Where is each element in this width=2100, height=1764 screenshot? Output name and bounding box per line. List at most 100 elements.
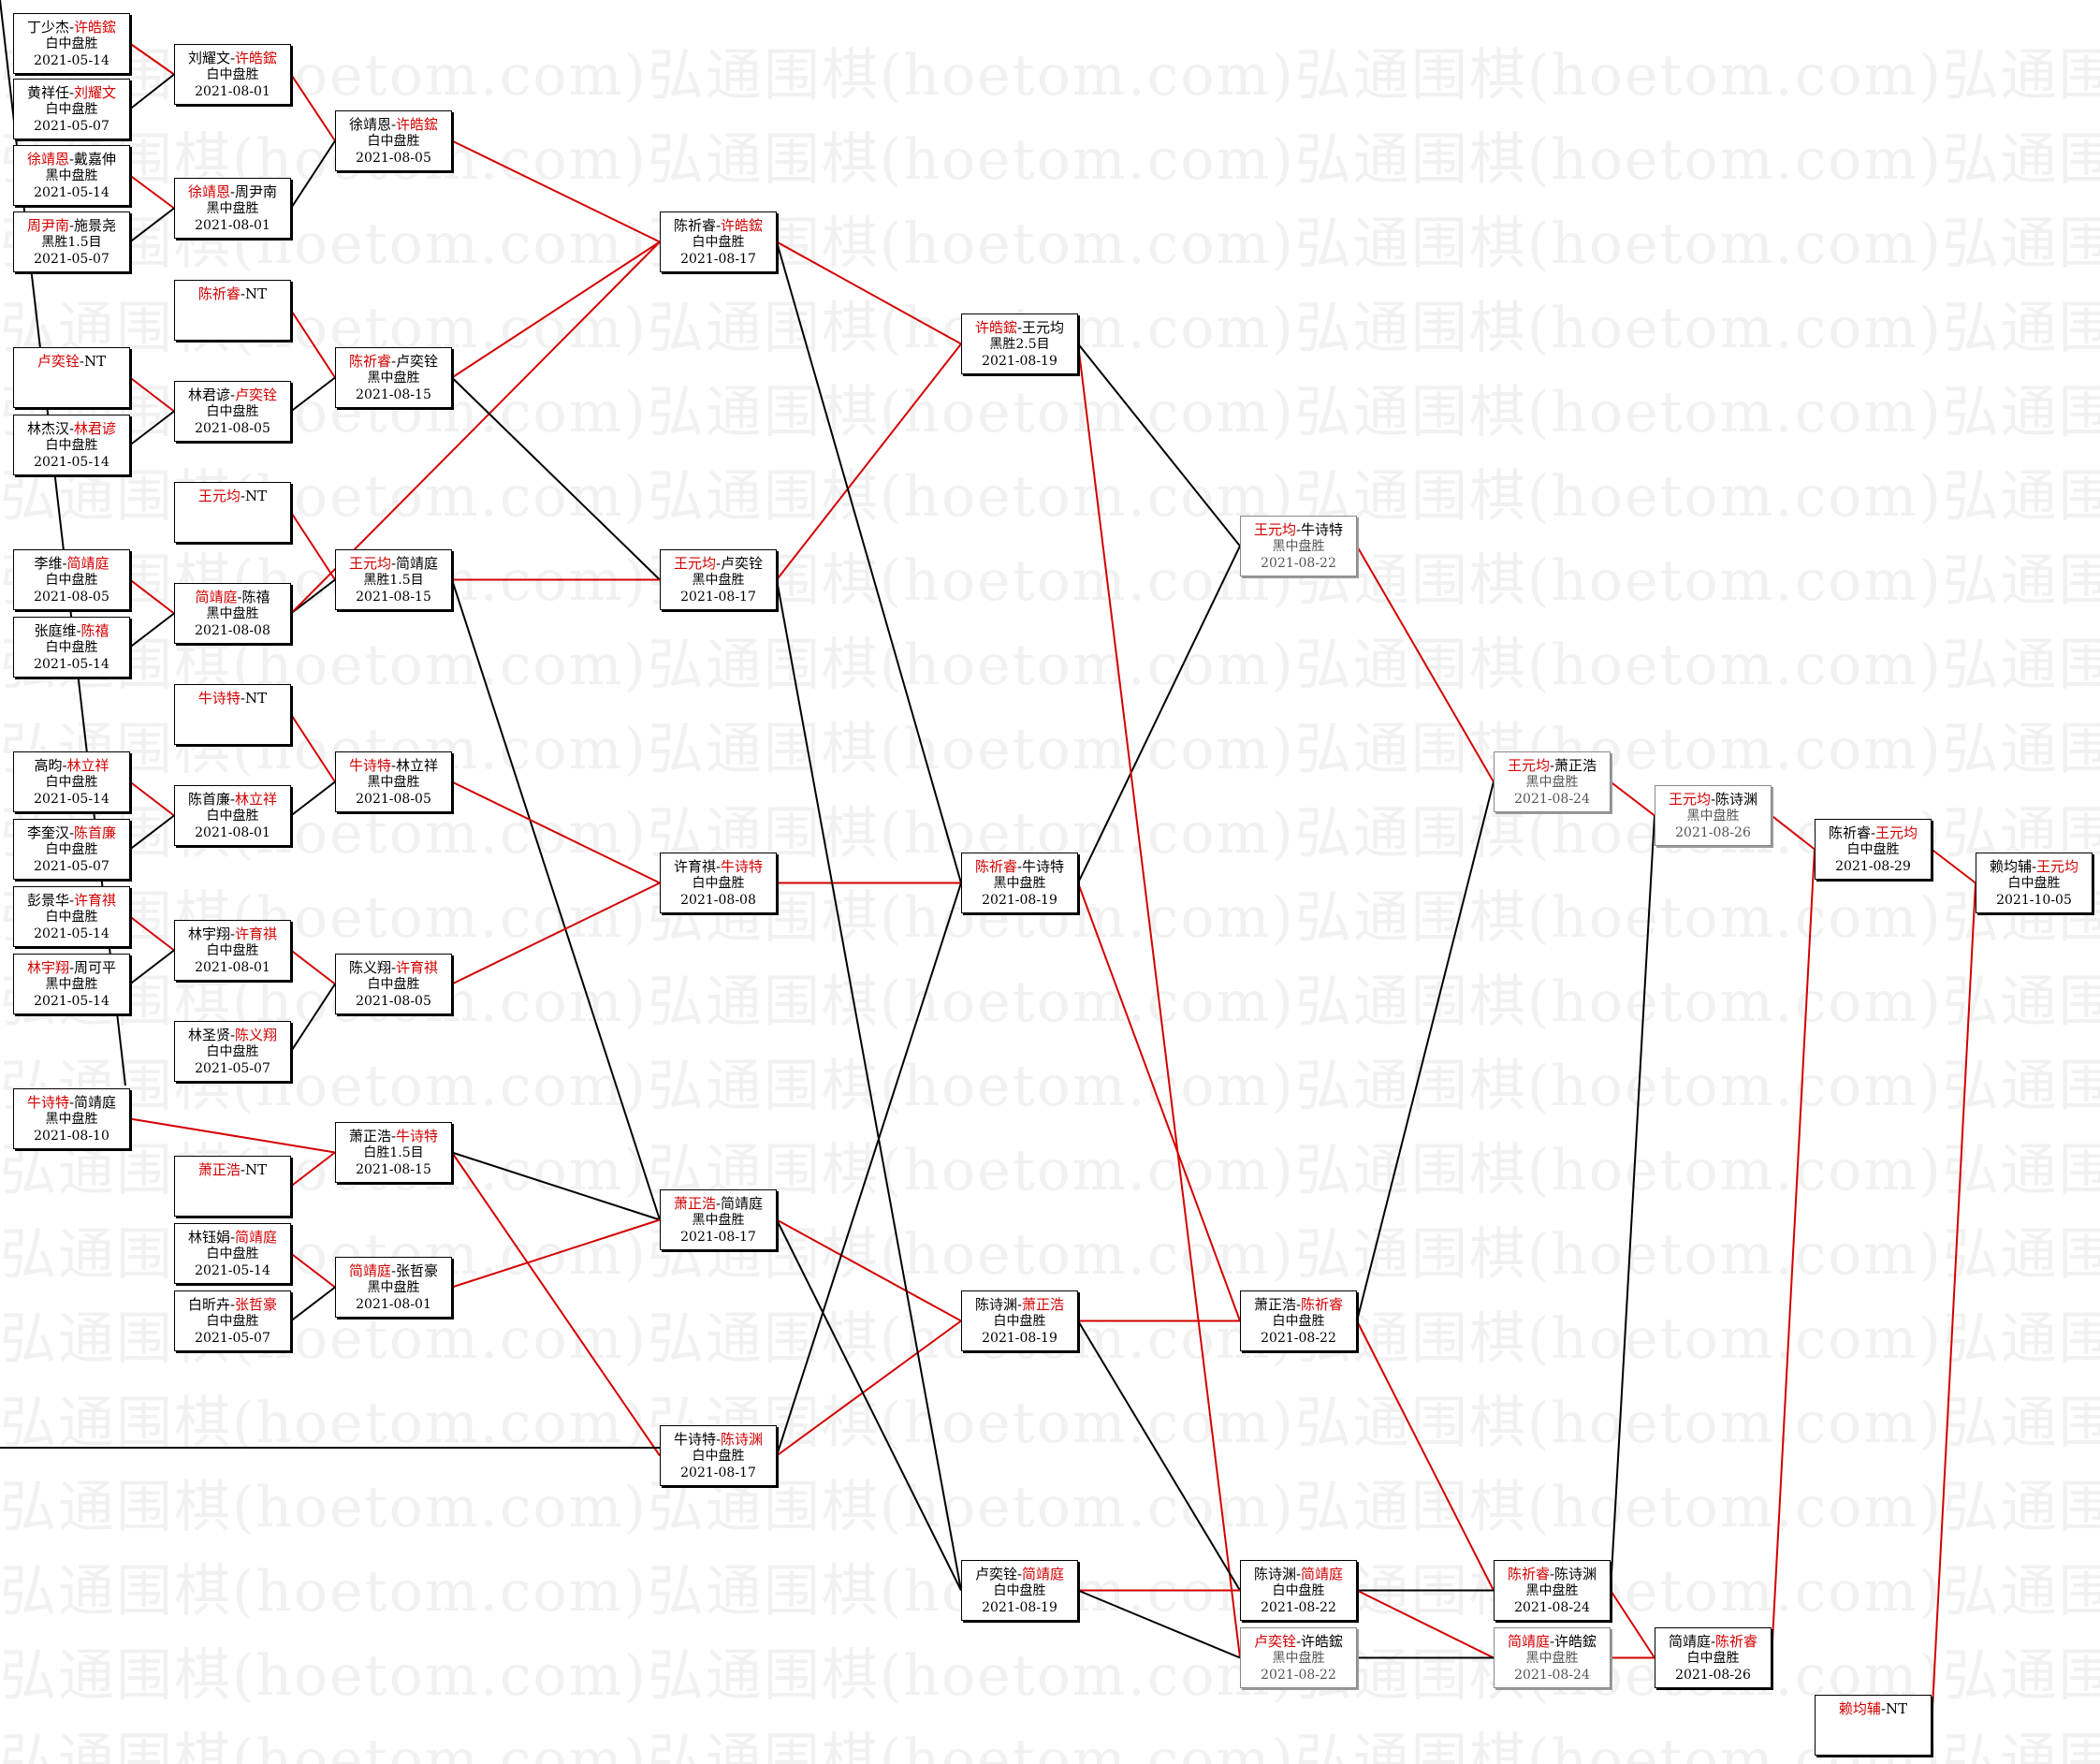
separator: -	[229, 926, 236, 942]
match-players: 白昕卉-张哲豪	[175, 1296, 290, 1313]
bracket-connector	[129, 780, 175, 817]
match-box[interactable]: 王元均-NT	[174, 482, 291, 543]
match-date: 2021-08-22	[1261, 1600, 1336, 1615]
bracket-connector	[776, 1319, 962, 1457]
white-player: 周尹南	[235, 183, 278, 200]
match-result: 黑中盘胜	[1525, 1651, 1579, 1666]
match-date: 2021-08-24	[1514, 1600, 1590, 1615]
white-player: 林立祥	[396, 757, 439, 774]
black-player: 林宇翔	[187, 926, 230, 942]
white-player: 许皓鋐	[235, 50, 278, 66]
black-player: 简靖庭	[348, 1262, 391, 1279]
match-result: 白中盘胜	[206, 1246, 259, 1261]
match-result: 白中盘胜	[206, 809, 259, 824]
match-box[interactable]: 牛诗特-NT	[174, 684, 291, 745]
match-players: 陈诗渊-萧正浩	[962, 1296, 1077, 1313]
match-box[interactable]: 赖均辅-NT	[1815, 1695, 1932, 1756]
match-date: 2021-08-19	[982, 354, 1057, 369]
bracket-connector	[129, 1117, 336, 1154]
match-players: 陈首廉-林立祥	[175, 791, 290, 808]
match-box[interactable]: 卢奕铨-NT	[13, 347, 130, 408]
match-date: 2021-08-01	[195, 825, 270, 840]
black-player: 徐靖恩	[26, 151, 69, 168]
match-players: 王元均-简靖庭	[336, 555, 451, 572]
separator: -	[1016, 1296, 1023, 1313]
bracket-connector	[129, 174, 175, 210]
match-date: 2021-08-10	[34, 1129, 109, 1144]
separator: -	[1016, 1566, 1023, 1582]
bracket-connector	[1931, 882, 1976, 1726]
black-player: 陈义翔	[348, 959, 391, 976]
match-box[interactable]: 萧正浩-NT	[174, 1156, 291, 1217]
match-players: 陈祈睿-许皓鋐	[661, 217, 776, 234]
white-player: NT	[1885, 1700, 1908, 1717]
white-player: 牛诗特	[1022, 858, 1065, 875]
bracket-connector	[129, 42, 175, 76]
bracket-connector	[290, 511, 336, 581]
white-player: 陈祈睿	[1715, 1633, 1758, 1650]
match-result: 白中盘胜	[692, 876, 745, 891]
white-player: 许皓鋐	[1301, 1633, 1344, 1650]
separator: -	[1710, 791, 1716, 808]
white-player: 许皓鋐	[396, 116, 439, 133]
bracket-connector	[1931, 848, 1976, 884]
bracket-connector	[290, 983, 336, 1053]
match-result: 黑中盘胜	[206, 606, 259, 621]
match-box[interactable]: 陈祈睿-NT	[174, 280, 291, 341]
black-player: 徐靖恩	[187, 183, 230, 200]
separator: -	[1710, 1633, 1716, 1650]
separator: -	[715, 555, 722, 572]
match-players: 陈祈睿-陈诗渊	[1495, 1566, 1610, 1582]
white-player: 许育祺	[396, 959, 439, 976]
match-result: 白中盘胜	[1272, 1314, 1325, 1329]
